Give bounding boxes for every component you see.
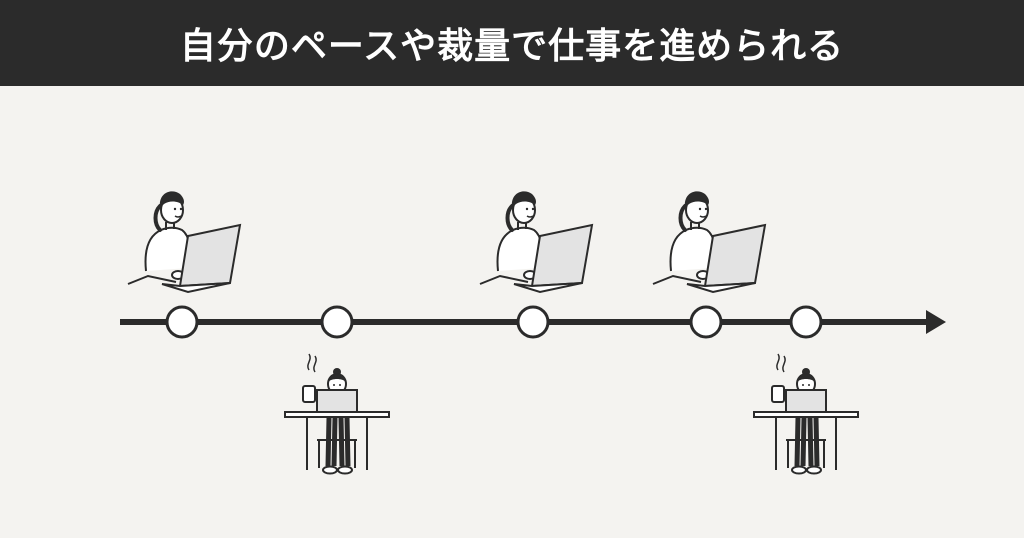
page-title: 自分のペースや裁量で仕事を進められる	[179, 26, 845, 67]
laptop-worker-illustration-1	[126, 189, 242, 294]
timeline-node-5	[789, 305, 823, 339]
laptop-worker-illustration-2	[478, 189, 594, 294]
timeline-node-4	[689, 305, 723, 339]
timeline-canvas	[0, 86, 1024, 538]
laptop-worker-illustration-3	[651, 189, 767, 294]
header-bar: 自分のペースや裁量で仕事を進められる	[0, 0, 1024, 86]
timeline-arrowhead	[926, 310, 946, 334]
timeline-node-3	[516, 305, 550, 339]
timeline-diagram	[120, 189, 946, 538]
desk-worker-illustration-2	[754, 354, 858, 474]
desk-worker-illustration-1	[285, 354, 389, 474]
timeline-node-2	[320, 305, 354, 339]
timeline-node-1	[165, 305, 199, 339]
